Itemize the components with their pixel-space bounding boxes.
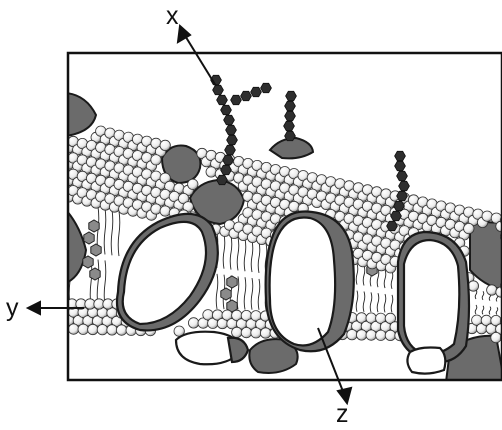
- phospholipid-head: [366, 330, 376, 340]
- phospholipid-head: [347, 330, 357, 340]
- sugar-bead: [224, 115, 235, 124]
- phospholipid-head: [88, 324, 98, 334]
- sugar-bead: [221, 165, 232, 174]
- sugar-bead: [261, 83, 272, 92]
- channel-protein-bottom-shadow: [228, 338, 248, 362]
- sugar-bead: [395, 151, 406, 160]
- phospholipid-head: [232, 327, 242, 337]
- phospholipid-head: [260, 328, 270, 338]
- cholesterol-ring: [89, 220, 99, 232]
- label-x: x: [166, 2, 179, 30]
- phospholipid-head: [188, 318, 198, 328]
- sugar-bead: [391, 211, 402, 220]
- arrow-y-head: [28, 302, 40, 314]
- phospholipid-head: [464, 223, 474, 233]
- phospholipid-head: [78, 324, 88, 334]
- label-z: z: [336, 400, 349, 428]
- phospholipid-head: [356, 330, 366, 340]
- phospholipid-head: [160, 206, 170, 216]
- phospholipid-head: [487, 285, 497, 295]
- phospholipid-head: [206, 167, 216, 177]
- sugar-bead: [221, 105, 232, 114]
- sugar-bead: [217, 175, 228, 184]
- cholesterol-ring: [90, 268, 100, 280]
- sugar-bead: [213, 85, 224, 94]
- sugar-bead: [227, 135, 238, 144]
- phospholipid-head: [482, 211, 492, 221]
- membrane-area: [59, 93, 502, 382]
- sugar-bead: [387, 221, 398, 230]
- sugar-bead: [397, 171, 408, 180]
- phospholipid-head: [97, 325, 107, 335]
- sugar-bead: [394, 201, 405, 210]
- sugar-bead: [225, 145, 236, 154]
- phospholipid-head: [385, 330, 395, 340]
- sugar-bead: [285, 101, 296, 110]
- arrow-x-line: [184, 34, 216, 86]
- phospholipid-head: [251, 328, 261, 338]
- sugar-bead: [286, 91, 297, 100]
- phospholipid-head: [289, 201, 299, 211]
- phospholipid-head: [468, 281, 478, 291]
- phospholipid-head: [116, 325, 126, 335]
- sugar-bead: [397, 191, 408, 200]
- phospholipid-head: [491, 332, 501, 342]
- sugar-bead: [251, 87, 262, 96]
- sugar-bead: [241, 91, 252, 100]
- phospholipid-head: [107, 325, 117, 335]
- cholesterol-ring: [221, 288, 231, 300]
- sugar-bead: [285, 111, 296, 120]
- cholesterol-ring: [227, 276, 237, 288]
- channel-protein-left: [117, 214, 218, 331]
- phospholipid-head: [151, 204, 161, 214]
- cholesterol-ring: [84, 232, 94, 244]
- channel-protein-middle: [266, 212, 354, 352]
- sugar-bead: [223, 155, 234, 164]
- sugar-bead: [399, 181, 410, 190]
- sugar-bead: [217, 95, 228, 104]
- sugar-bead: [231, 95, 242, 104]
- label-y: y: [6, 294, 19, 322]
- sugar-bead: [395, 161, 406, 170]
- channel-protein-right: [398, 232, 469, 374]
- sugar-bead: [226, 125, 237, 134]
- phospholipid-head: [160, 140, 170, 150]
- cholesterol-ring: [91, 244, 101, 256]
- phospholipid-head: [241, 327, 251, 337]
- protein-left-top: [66, 93, 96, 136]
- sugar-bead: [284, 121, 295, 130]
- phospholipid-head: [188, 179, 198, 189]
- protein-right-edge: [470, 222, 502, 290]
- phospholipid-head: [376, 330, 386, 340]
- phospholipid-head: [151, 155, 161, 165]
- sugar-bead: [285, 131, 296, 140]
- phospholipid-head: [68, 324, 78, 334]
- cholesterol-ring: [83, 256, 93, 268]
